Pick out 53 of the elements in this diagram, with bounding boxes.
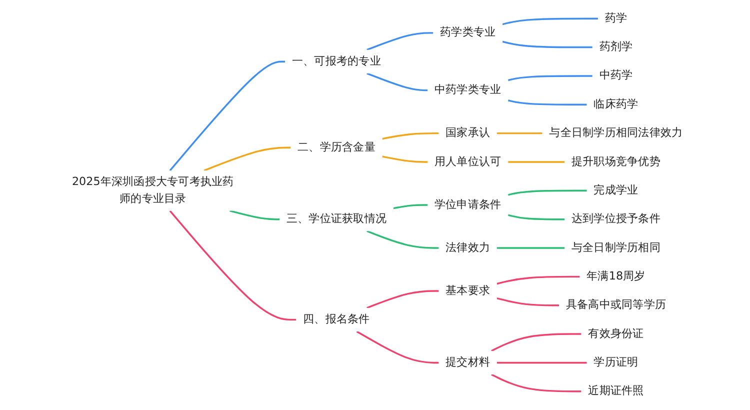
- node-text: 用人单位认可: [434, 155, 502, 168]
- connector: [204, 146, 291, 172]
- connector: [356, 330, 439, 364]
- node-text: 临床药学: [594, 98, 638, 111]
- node-text: 有效身份证: [588, 327, 644, 340]
- connector: [496, 297, 560, 306]
- node-text: 中药学类专业: [434, 84, 502, 97]
- node-text: 药学: [604, 12, 628, 25]
- node-text: 药学类专业: [440, 26, 496, 40]
- node-text: 2025年深圳函授大专可考执业药师的专业目录: [72, 176, 234, 206]
- node-text: 完成学业: [594, 184, 638, 197]
- connector: [230, 210, 280, 220]
- node-text: 年满18周岁: [586, 270, 646, 283]
- node-text: 近期证件照: [588, 384, 644, 398]
- connector: [508, 190, 587, 196]
- node-text: 三、学位证获取情况: [286, 212, 387, 226]
- node-text: 学位申请条件: [434, 198, 502, 212]
- connector: [366, 72, 428, 92]
- connector: [491, 333, 582, 352]
- connector: [502, 40, 592, 48]
- node-text: 一、可报考的专业: [292, 54, 381, 68]
- node-text: 四、报名条件: [303, 313, 370, 326]
- connector: [366, 32, 434, 51]
- connector: [508, 75, 592, 82]
- node-text: 法律效力: [446, 241, 490, 254]
- connector: [508, 100, 587, 106]
- node-text: 达到学位授予条件: [571, 212, 660, 226]
- node-text: 药剂学: [599, 40, 633, 54]
- node-text: 与全日制学历相同: [571, 241, 660, 254]
- connector: [508, 161, 565, 163]
- connector: [502, 18, 598, 26]
- connector: [496, 276, 580, 285]
- connector: [491, 374, 582, 392]
- node-text: 学历证明: [594, 356, 638, 369]
- connector: [382, 156, 428, 163]
- connector: [169, 210, 296, 321]
- node-text: 具备高中或同等学历: [566, 298, 666, 312]
- connector: [496, 247, 565, 249]
- node-text: 基本要求: [446, 284, 490, 298]
- node-text: 中药学: [599, 69, 633, 82]
- connector: [508, 214, 565, 220]
- node-text: 提交材料: [446, 356, 490, 369]
- connector: [382, 132, 439, 140]
- connector: [496, 132, 542, 134]
- node-text: 国家承认: [446, 126, 490, 140]
- connector: [366, 290, 439, 309]
- node-text: 与全日制学历相同法律效力: [549, 126, 683, 140]
- node-text: 提升职场竞争优势: [571, 155, 660, 168]
- connector: [496, 362, 587, 364]
- connector: [393, 204, 428, 210]
- node-text: 二、学历含金量: [298, 141, 376, 154]
- connector: [169, 60, 286, 172]
- connector: [366, 230, 439, 249]
